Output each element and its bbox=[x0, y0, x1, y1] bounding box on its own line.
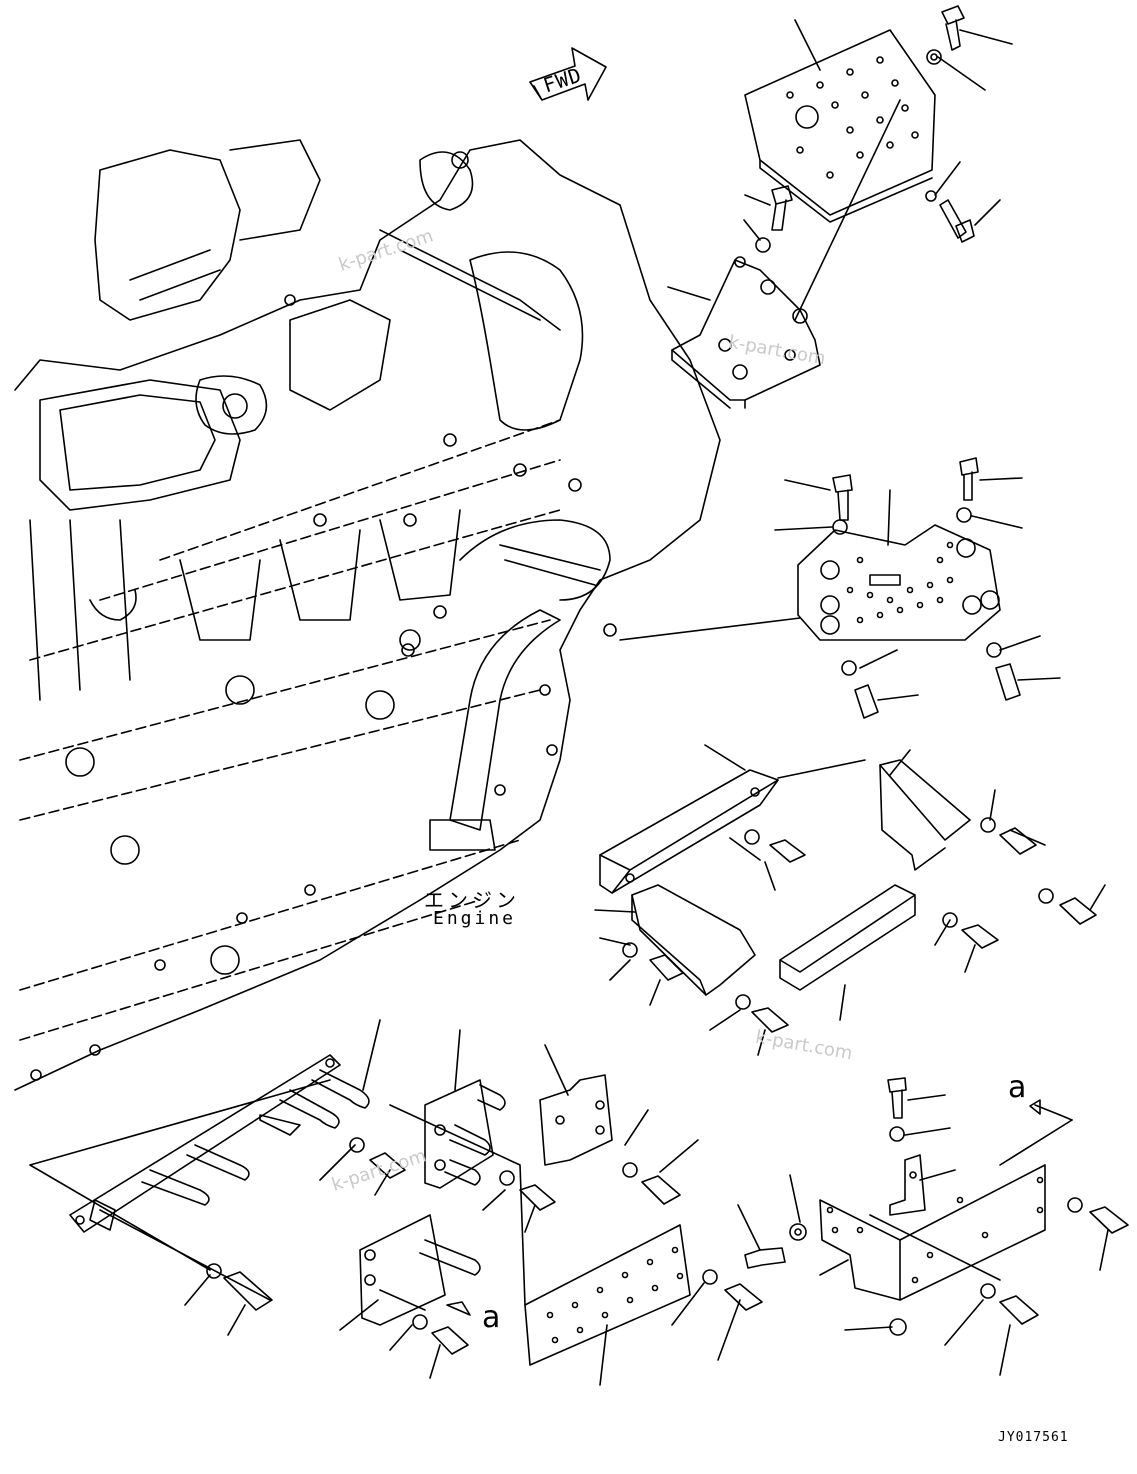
bolt bbox=[999, 827, 1037, 855]
bolt bbox=[832, 474, 853, 521]
view-marker-a-bottom: a bbox=[482, 1300, 501, 1335]
corner-bracket bbox=[819, 1164, 1046, 1301]
middle-plate bbox=[797, 524, 1001, 641]
washer bbox=[832, 519, 848, 535]
upper-guard bbox=[671, 256, 821, 409]
bolt bbox=[744, 1247, 786, 1269]
bolt bbox=[431, 1326, 469, 1355]
washer bbox=[412, 1314, 428, 1330]
bolt bbox=[961, 924, 999, 949]
washer bbox=[622, 1162, 638, 1178]
drawing-number: JY017561 bbox=[998, 1430, 1069, 1445]
bolt bbox=[769, 839, 806, 863]
washer bbox=[744, 829, 760, 845]
washer bbox=[349, 1137, 365, 1153]
long-rail bbox=[599, 769, 779, 894]
washer bbox=[702, 1269, 718, 1285]
washer bbox=[841, 660, 857, 676]
bolt bbox=[771, 185, 793, 231]
bolt bbox=[519, 1184, 556, 1211]
top-cover-plate bbox=[744, 29, 936, 223]
nut bbox=[789, 1223, 807, 1241]
bolt bbox=[999, 1295, 1039, 1325]
bolt bbox=[941, 5, 965, 51]
bolt bbox=[854, 684, 879, 719]
bolt bbox=[649, 954, 684, 981]
under-rail bbox=[779, 884, 916, 991]
engine-block bbox=[14, 139, 721, 1091]
view-arrow-a bbox=[1029, 1099, 1061, 1116]
washer bbox=[926, 49, 942, 65]
washer bbox=[1038, 888, 1054, 904]
washer bbox=[956, 507, 972, 523]
long-mounting-plate bbox=[69, 1054, 370, 1233]
perforated-plate bbox=[524, 1224, 691, 1366]
small-clip bbox=[889, 1154, 926, 1216]
end-plate bbox=[359, 1214, 481, 1326]
view-marker-a-top: a bbox=[1008, 1070, 1027, 1105]
angle-bracket bbox=[539, 1074, 613, 1166]
side-bracket-left bbox=[631, 884, 756, 996]
washer bbox=[735, 994, 751, 1010]
fwd-arrow bbox=[529, 47, 607, 101]
washer bbox=[986, 642, 1002, 658]
bolt bbox=[724, 1283, 763, 1311]
bolt bbox=[887, 1077, 907, 1119]
engine-label-jp: エンジン bbox=[424, 888, 520, 912]
washer bbox=[942, 912, 958, 928]
engine-label-en: Engine bbox=[433, 908, 517, 929]
bolt bbox=[223, 1271, 273, 1311]
washer bbox=[206, 1263, 222, 1279]
washer bbox=[889, 1126, 905, 1142]
spacer-plate bbox=[424, 1079, 506, 1189]
washer bbox=[755, 237, 771, 253]
bolt bbox=[939, 199, 975, 243]
bolt bbox=[641, 1175, 681, 1205]
washer bbox=[499, 1170, 515, 1186]
bolt bbox=[751, 1007, 789, 1033]
washer bbox=[980, 817, 996, 833]
bolt bbox=[1089, 1206, 1129, 1234]
bolt bbox=[1059, 897, 1097, 925]
washer bbox=[980, 1283, 996, 1299]
side-bracket-right bbox=[879, 759, 971, 871]
bolt bbox=[995, 663, 1021, 701]
washer bbox=[622, 942, 638, 958]
washer bbox=[925, 190, 937, 202]
bolt bbox=[959, 457, 979, 501]
bolt bbox=[369, 1152, 406, 1179]
washer bbox=[1067, 1197, 1083, 1213]
